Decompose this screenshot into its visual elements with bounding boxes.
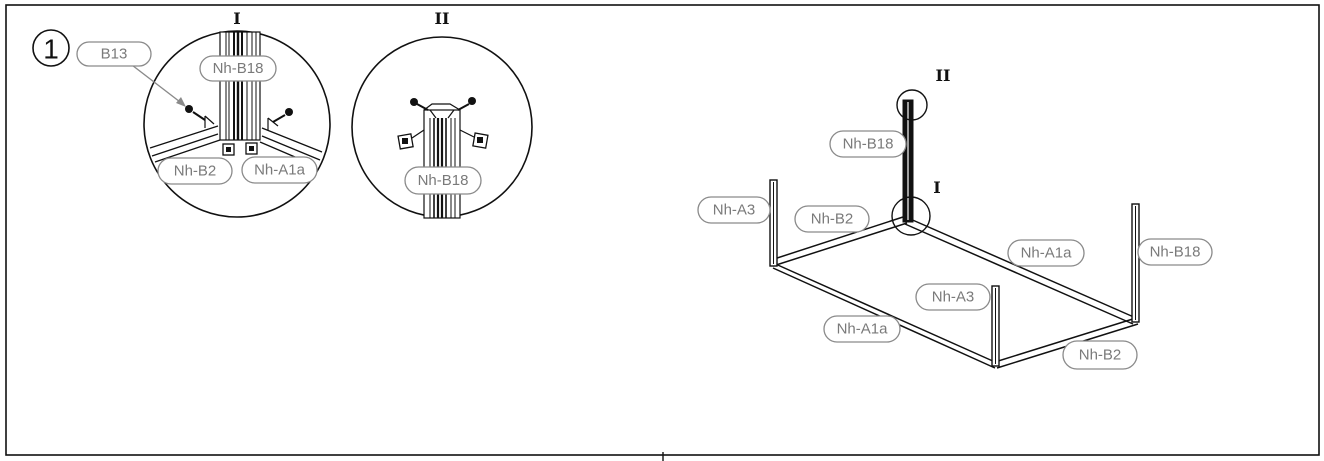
label-frame-front-short-rail-text: Nh-B2 bbox=[1079, 347, 1122, 364]
frame-left-upright bbox=[769, 179, 778, 267]
detail-view-ii-bolt-right bbox=[457, 97, 476, 111]
label-detail-ii-nh-b18: Nh-B18 bbox=[404, 166, 482, 195]
frame-view: II I Nh-B18 Nh-A3 Nh-B2 Nh-A1a Nh-B18 Nh… bbox=[697, 66, 1213, 370]
frame-front-long-rail bbox=[770, 261, 996, 369]
detail-view-i-bolt-left bbox=[185, 105, 206, 121]
frame-back-right-rail bbox=[904, 217, 1137, 325]
label-frame-left-upright-text: Nh-A3 bbox=[713, 202, 756, 219]
label-detail-i-nh-b2: Nh-B2 bbox=[157, 157, 233, 185]
frame-tall-post bbox=[902, 99, 914, 223]
label-frame-right-rail-text: Nh-A1a bbox=[1021, 245, 1073, 262]
label-frame-right-upright-nh-b18: Nh-B18 bbox=[1137, 238, 1213, 266]
detail-marker-circle-i bbox=[891, 196, 931, 236]
b13-leader-arrow bbox=[127, 61, 186, 107]
label-frame-front-rail-nh-a1a: Nh-A1a bbox=[823, 315, 901, 343]
label-detail-i-nh-a1a: Nh-A1a bbox=[241, 156, 318, 184]
label-frame-right-upright-text: Nh-B18 bbox=[1150, 244, 1201, 261]
label-frame-front-rail-text: Nh-A1a bbox=[837, 321, 889, 338]
label-frame-front-upright-text: Nh-A3 bbox=[932, 289, 975, 306]
frame-back-left-rail bbox=[770, 216, 908, 267]
detail-marker-circle-ii bbox=[896, 89, 928, 121]
detail-view-i-bolt-right bbox=[272, 108, 293, 123]
label-frame-back-rail-text: Nh-B2 bbox=[811, 211, 854, 228]
frame-marker-i: I bbox=[933, 178, 940, 197]
frame-right-upright bbox=[1131, 203, 1140, 323]
detail-view-i-post bbox=[219, 31, 261, 141]
label-b13-text: B13 bbox=[101, 46, 128, 63]
detail-view-ii-bolt-left bbox=[410, 98, 429, 111]
detail-view-i: I bbox=[76, 9, 331, 218]
label-frame-front-upright-nh-a3: Nh-A3 bbox=[915, 283, 991, 311]
label-detail-i-nh-b18-text: Nh-B18 bbox=[213, 60, 264, 77]
label-detail-ii-nh-b18-text: Nh-B18 bbox=[418, 172, 469, 189]
detail-view-ii-marker: II bbox=[435, 9, 450, 28]
frame-marker-ii: II bbox=[936, 66, 951, 85]
label-frame-right-rail-nh-a1a: Nh-A1a bbox=[1007, 239, 1085, 267]
label-detail-i-nh-b2-text: Nh-B2 bbox=[174, 163, 217, 180]
frame-front-upright bbox=[991, 285, 1000, 367]
detail-view-i-marker: I bbox=[233, 9, 240, 28]
detail-view-ii: II bbox=[351, 9, 533, 219]
label-detail-i-nh-a1a-text: Nh-A1a bbox=[254, 162, 306, 179]
step-number: 1 bbox=[43, 34, 59, 65]
detail-view-ii-bracket-left bbox=[397, 129, 425, 150]
label-frame-back-rail-nh-b2: Nh-B2 bbox=[794, 205, 870, 233]
detail-view-i-bracket-left-hole bbox=[226, 147, 231, 152]
detail-view-ii-post bbox=[423, 103, 461, 219]
detail-view-i-bracket-right-hole bbox=[249, 146, 254, 151]
label-frame-front-short-rail-nh-b2: Nh-B2 bbox=[1062, 340, 1138, 370]
detail-view-ii-bracket-right bbox=[459, 129, 489, 149]
label-frame-post-text: Nh-B18 bbox=[843, 136, 894, 153]
label-b13: B13 bbox=[76, 41, 152, 67]
label-frame-post-nh-b18: Nh-B18 bbox=[829, 130, 907, 158]
label-detail-i-nh-b18: Nh-B18 bbox=[199, 55, 277, 82]
label-frame-left-upright-nh-a3: Nh-A3 bbox=[697, 196, 771, 224]
step-number-badge: 1 bbox=[32, 29, 70, 67]
